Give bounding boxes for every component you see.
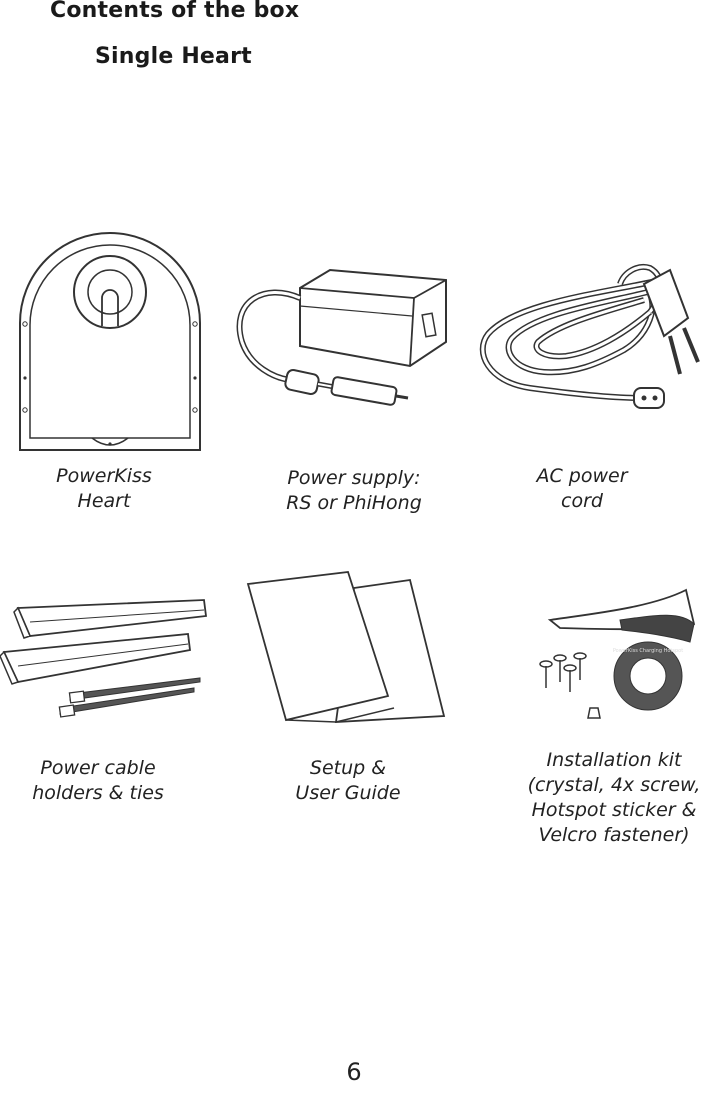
- item-caption: Power supply: RS or PhiHong: [286, 467, 422, 514]
- page-number: 6: [346, 1058, 362, 1086]
- user-guide-icon: [246, 571, 446, 723]
- item-caption: Installation kit (crystal, 4x screw, Hot…: [527, 749, 701, 846]
- crystal-icon: [587, 707, 601, 719]
- cable-holders-ties-icon: [0, 599, 208, 718]
- item-caption: PowerKiss Heart: [56, 465, 152, 512]
- screw-icon: [539, 652, 587, 692]
- installation-kit-icon: PowerKiss Charging Hotspot: [539, 588, 696, 719]
- item-caption: Power cable holders & ties: [32, 757, 164, 804]
- heart-charger-icon: [19, 232, 201, 451]
- page-title: Contents of the box: [50, 0, 300, 23]
- item-caption: AC power cord: [536, 465, 628, 512]
- power-supply-icon: [236, 268, 447, 406]
- hotspot-sticker-icon: PowerKiss Charging Hotspot: [613, 641, 683, 711]
- item-caption: Setup & User Guide: [295, 757, 401, 804]
- section-subtitle: Single Heart: [95, 44, 252, 69]
- sticker-label: PowerKiss Charging Hotspot: [613, 648, 683, 654]
- ac-power-cord-icon: [479, 264, 700, 409]
